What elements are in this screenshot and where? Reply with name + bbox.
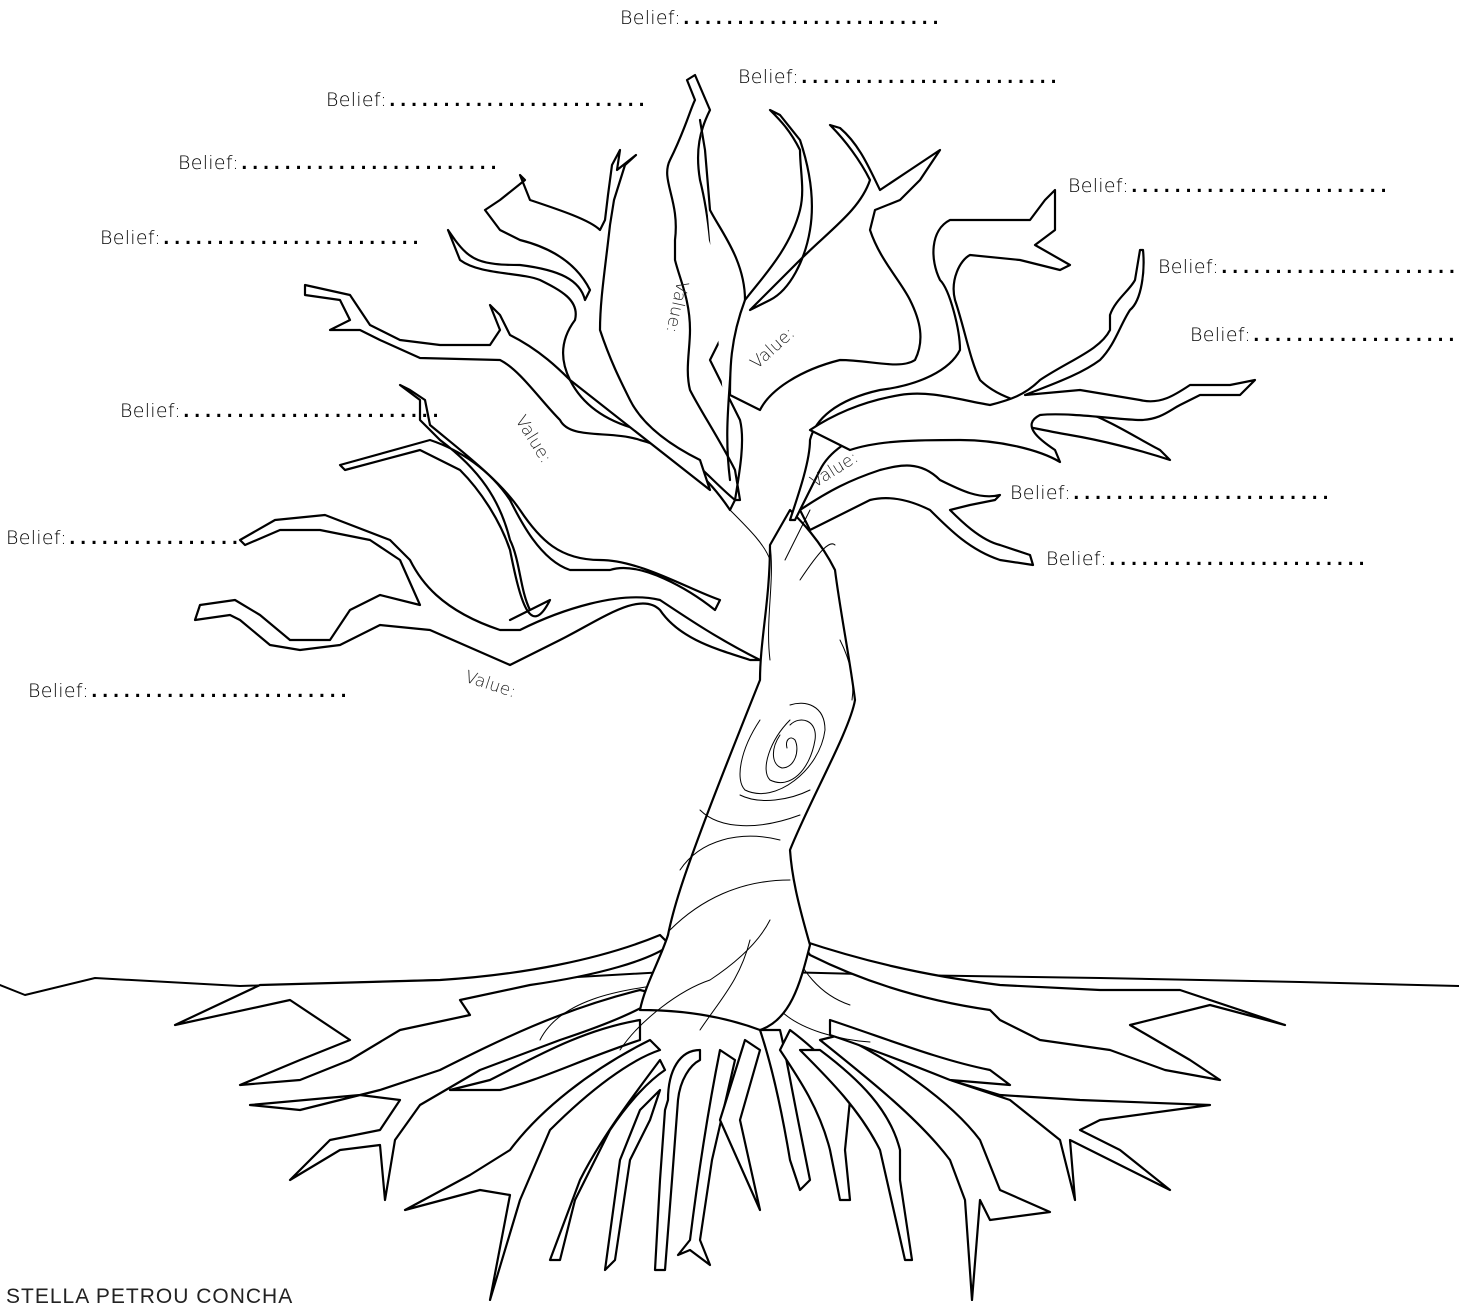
belief-prefix: Belief: [6, 527, 67, 549]
belief-blank[interactable]: ........................ [1219, 257, 1459, 278]
belief-blank[interactable]: ........................ [1107, 549, 1367, 570]
belief-prefix: Belief: [620, 7, 681, 29]
belief-blank[interactable]: ........................ [681, 8, 941, 29]
belief-label-top-right: Belief:........................ [738, 68, 1059, 87]
belief-label-right-2: Belief:........................ [1158, 258, 1459, 277]
belief-label-left-edge: Belief:................ [6, 529, 240, 548]
belief-label-right-3: Belief:........................ [1190, 326, 1459, 345]
belief-label-top: Belief:........................ [620, 9, 941, 28]
belief-prefix: Belief: [326, 89, 387, 111]
belief-blank[interactable]: ........................ [799, 67, 1059, 88]
belief-blank[interactable]: ........................ [1129, 176, 1389, 197]
belief-blank[interactable]: ........................ [239, 153, 499, 174]
belief-blank[interactable]: ........................ [161, 228, 421, 249]
belief-prefix: Belief: [178, 152, 239, 174]
belief-label-mid-left: Belief:........................ [120, 402, 441, 421]
belief-blank[interactable]: ........................ [387, 90, 647, 111]
belief-blank[interactable]: ........................ [89, 681, 349, 702]
belief-label-lower-left: Belief:........................ [28, 682, 349, 701]
belief-blank[interactable]: ........................ [1251, 325, 1459, 346]
belief-blank[interactable]: ........................ [1071, 483, 1331, 504]
belief-blank[interactable]: ................ [67, 528, 240, 549]
belief-prefix: Belief: [738, 66, 799, 88]
belief-label-right-4: Belief:........................ [1010, 484, 1331, 503]
belief-prefix: Belief: [1010, 482, 1071, 504]
belief-label-right-1: Belief:........................ [1068, 177, 1389, 196]
belief-label-right-5: Belief:........................ [1046, 550, 1367, 569]
belief-label-upper-left-3: Belief:........................ [100, 229, 421, 248]
belief-prefix: Belief: [28, 680, 89, 702]
belief-prefix: Belief: [120, 400, 181, 422]
belief-label-upper-left-2: Belief:........................ [178, 154, 499, 173]
belief-prefix: Belief: [1068, 175, 1129, 197]
belief-prefix: Belief: [1158, 256, 1219, 278]
belief-blank[interactable]: ........................ [181, 401, 441, 422]
belief-label-upper-left-1: Belief:........................ [326, 91, 647, 110]
belief-prefix: Belief: [1190, 324, 1251, 346]
belief-prefix: Belief: [100, 227, 161, 249]
trunk [620, 510, 855, 1050]
author-credit: STELLA PETROU CONCHA [6, 1285, 293, 1309]
belief-prefix: Belief: [1046, 548, 1107, 570]
